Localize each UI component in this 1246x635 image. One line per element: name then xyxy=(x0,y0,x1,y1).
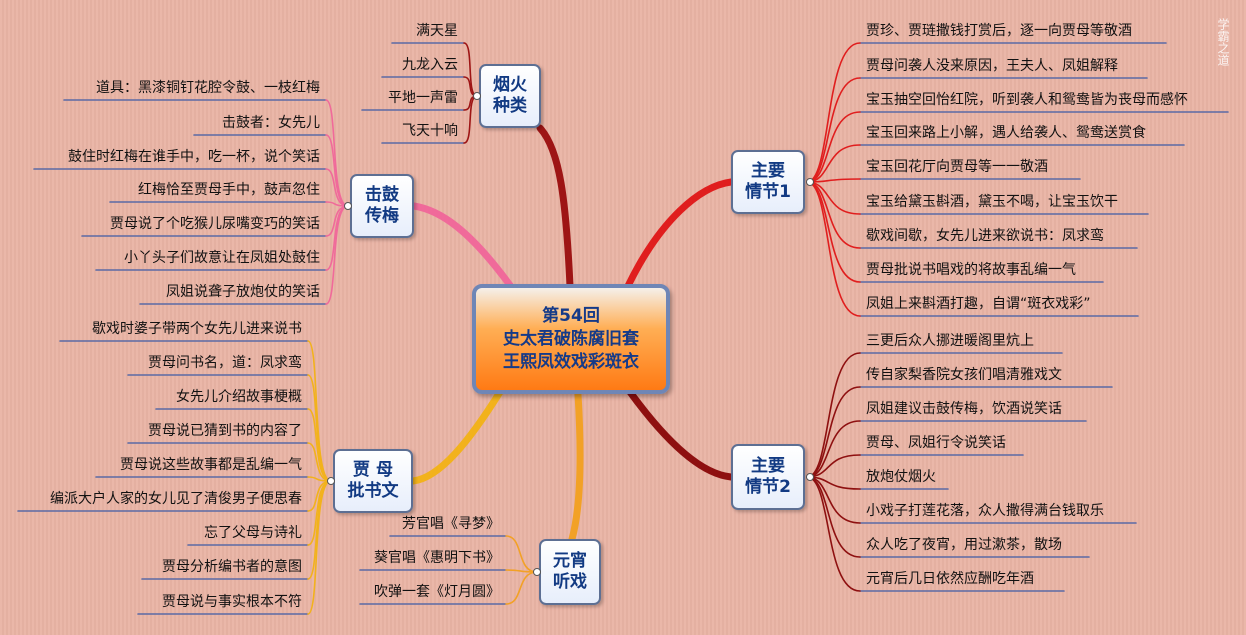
topic-yuanxiao-label: 元宵 听戏 xyxy=(553,551,587,592)
leaf-connector xyxy=(307,340,332,482)
leaf-connector xyxy=(806,111,861,183)
leaf-jigu-4[interactable]: 贾母说了个吃猴儿尿嘴变巧的笑话 xyxy=(110,216,320,232)
leaf-qingjie1-1[interactable]: 贾母问袭人没来原因，王夫人、凤姐解释 xyxy=(866,58,1118,74)
leaf-jigu-0[interactable]: 道具：黑漆铜钉花腔令鼓、一枝红梅 xyxy=(96,80,320,96)
leaf-qingjie2-0[interactable]: 三更后众人挪进暖阁里炕上 xyxy=(866,333,1034,349)
branch-yanhuo-core xyxy=(538,126,572,288)
leaf-connector xyxy=(806,77,861,183)
leaf-qingjie1-8[interactable]: 凤姐上来斟酒打趣，自谓“斑衣戏彩” xyxy=(866,296,1091,312)
leaf-connector xyxy=(307,374,332,482)
watermark-logo: 学霸之道 xyxy=(1208,18,1232,94)
leaf-qingjie1-4[interactable]: 宝玉回花厅向贾母等一一敬酒 xyxy=(866,159,1048,175)
leaf-connector xyxy=(806,420,861,478)
branch-jigu xyxy=(410,202,516,292)
leaf-jigu-3[interactable]: 红梅恰至贾母手中，鼓声忽住 xyxy=(138,182,320,198)
leaf-yuanxiao-2[interactable]: 吹弹一套《灯月圆》 xyxy=(374,584,500,600)
branch-qingjie2 xyxy=(626,388,735,481)
collapse-jiamu-toggle[interactable] xyxy=(327,477,335,485)
leaf-connector xyxy=(325,99,349,207)
leaf-connector xyxy=(307,480,332,615)
topic-jigu[interactable]: 击鼓 传梅 xyxy=(350,174,414,238)
collapse-qingjie1-toggle[interactable] xyxy=(806,178,814,186)
leaf-connector xyxy=(806,181,861,249)
leaf-qingjie2-4[interactable]: 放炮仗烟火 xyxy=(866,469,936,485)
leaf-jiamu-5[interactable]: 编派大户人家的女儿见了清俊男子便思春 xyxy=(50,491,302,507)
branch-jigu-core xyxy=(412,204,514,290)
branch-qingjie1 xyxy=(624,178,735,290)
leaf-yuanxiao-1[interactable]: 葵官唱《惠明下书》 xyxy=(374,550,500,566)
collapse-yanhuo-toggle[interactable] xyxy=(473,92,481,100)
watermark-text: 学霸之道 xyxy=(1216,18,1230,66)
leaf-qingjie1-2[interactable]: 宝玉抽空回怡红院，听到袭人和鸳鸯皆为丧母而感怀 xyxy=(866,92,1188,108)
leaf-qingjie1-7[interactable]: 贾母批说书唱戏的将故事乱编一气 xyxy=(866,262,1076,278)
leaf-qingjie1-0[interactable]: 贾珍、贾琏撒钱打赏后，逐一向贾母等敬酒 xyxy=(866,23,1132,39)
topic-yuanxiao[interactable]: 元宵 听戏 xyxy=(539,539,601,605)
leaf-yuanxiao-0[interactable]: 芳官唱《寻梦》 xyxy=(402,516,500,532)
leaf-connector xyxy=(806,42,861,183)
leaf-jiamu-6[interactable]: 忘了父母与诗礼 xyxy=(204,525,302,541)
leaf-jigu-1[interactable]: 击鼓者：女先儿 xyxy=(222,115,320,131)
leaf-connector xyxy=(505,535,538,573)
leaf-yanhuo-2[interactable]: 平地一声雷 xyxy=(388,90,458,106)
leaf-jigu-6[interactable]: 凤姐说聋子放炮仗的笑话 xyxy=(166,284,320,300)
leaf-jigu-2[interactable]: 鼓住时红梅在谁手中，吃一杯，说个笑话 xyxy=(68,149,320,165)
leaf-jiamu-3[interactable]: 贾母说已猜到书的内容了 xyxy=(148,423,302,439)
topic-qingjie1-label: 主要 情节1 xyxy=(745,161,791,202)
leaf-connector xyxy=(806,476,861,524)
branch-jiamu xyxy=(409,388,504,485)
leaf-jigu-5[interactable]: 小丫头子们故意让在凤姐处鼓住 xyxy=(124,250,320,266)
leaf-jiamu-4[interactable]: 贾母说这些故事都是乱编一气 xyxy=(120,457,302,473)
leaf-connector xyxy=(325,134,349,207)
leaf-connector xyxy=(806,476,861,592)
topic-yanhuo-label: 烟火 种类 xyxy=(493,75,527,116)
topic-yanhuo[interactable]: 烟火 种类 xyxy=(479,64,541,128)
branch-qingjie2-core xyxy=(628,390,733,479)
branch-yuanxiao-core xyxy=(570,392,582,541)
topic-qingjie2[interactable]: 主要 情节2 xyxy=(731,444,805,510)
leaf-qingjie2-3[interactable]: 贾母、凤姐行令说笑话 xyxy=(866,435,1006,451)
topic-qingjie1[interactable]: 主要 情节1 xyxy=(731,150,805,214)
leaf-jiamu-1[interactable]: 贾母问书名，道：凤求鸾 xyxy=(148,355,302,371)
collapse-qingjie2-toggle[interactable] xyxy=(806,473,814,481)
leaf-qingjie2-7[interactable]: 元宵后几日依然应酬吃年酒 xyxy=(866,571,1034,587)
collapse-jigu-toggle[interactable] xyxy=(344,202,352,210)
leaf-jiamu-0[interactable]: 歇戏时婆子带两个女先儿进来说书 xyxy=(92,321,302,337)
leaf-connector xyxy=(325,205,349,305)
leaf-jiamu-8[interactable]: 贾母说与事实根本不符 xyxy=(162,594,302,610)
leaf-jiamu-7[interactable]: 贾母分析编书者的意图 xyxy=(162,559,302,575)
topic-jiamu-label: 贾 母 批书文 xyxy=(347,460,399,501)
leaf-connector xyxy=(307,408,332,482)
central-topic[interactable]: 第54回 史太君破陈腐旧套 王熙凤效戏彩斑衣 xyxy=(472,284,670,394)
branch-jiamu-core xyxy=(411,390,502,483)
leaf-qingjie2-6[interactable]: 众人吃了夜宵，用过漱茶，散场 xyxy=(866,537,1062,553)
leaf-qingjie2-5[interactable]: 小戏子打莲花落，众人撒得满台钱取乐 xyxy=(866,503,1104,519)
leaf-connector xyxy=(806,386,861,478)
leaf-yanhuo-3[interactable]: 飞天十响 xyxy=(402,123,458,139)
central-topic-title: 第54回 史太君破陈腐旧套 王熙凤效戏彩斑衣 xyxy=(503,305,639,372)
leaf-connector xyxy=(806,181,861,317)
leaf-connector xyxy=(325,168,349,207)
topic-jigu-label: 击鼓 传梅 xyxy=(365,185,399,226)
branch-qingjie1-core xyxy=(626,180,733,288)
leaf-qingjie1-5[interactable]: 宝玉给黛玉斟酒，黛玉不喝，让宝玉饮干 xyxy=(866,194,1118,210)
leaf-connector xyxy=(505,571,538,605)
topic-qingjie2-label: 主要 情节2 xyxy=(745,456,791,497)
leaf-yanhuo-1[interactable]: 九龙入云 xyxy=(402,57,458,73)
leaf-qingjie1-3[interactable]: 宝玉回来路上小解，遇人给袭人、鸳鸯送赏食 xyxy=(866,125,1146,141)
collapse-yuanxiao-toggle[interactable] xyxy=(533,568,541,576)
leaf-qingjie1-6[interactable]: 歇戏间歇，女先儿进来欲说书：凤求鸾 xyxy=(866,228,1104,244)
leaf-qingjie2-2[interactable]: 凤姐建议击鼓传梅，饮酒说笑话 xyxy=(866,401,1062,417)
leaf-yanhuo-0[interactable]: 满天星 xyxy=(416,23,458,39)
leaf-qingjie2-1[interactable]: 传自家梨香院女孩们唱清雅戏文 xyxy=(866,367,1062,383)
leaf-jiamu-2[interactable]: 女先儿介绍故事梗概 xyxy=(176,389,302,405)
leaf-connector xyxy=(307,442,332,482)
leaf-connector xyxy=(806,352,861,478)
topic-jiamu[interactable]: 贾 母 批书文 xyxy=(333,449,413,513)
